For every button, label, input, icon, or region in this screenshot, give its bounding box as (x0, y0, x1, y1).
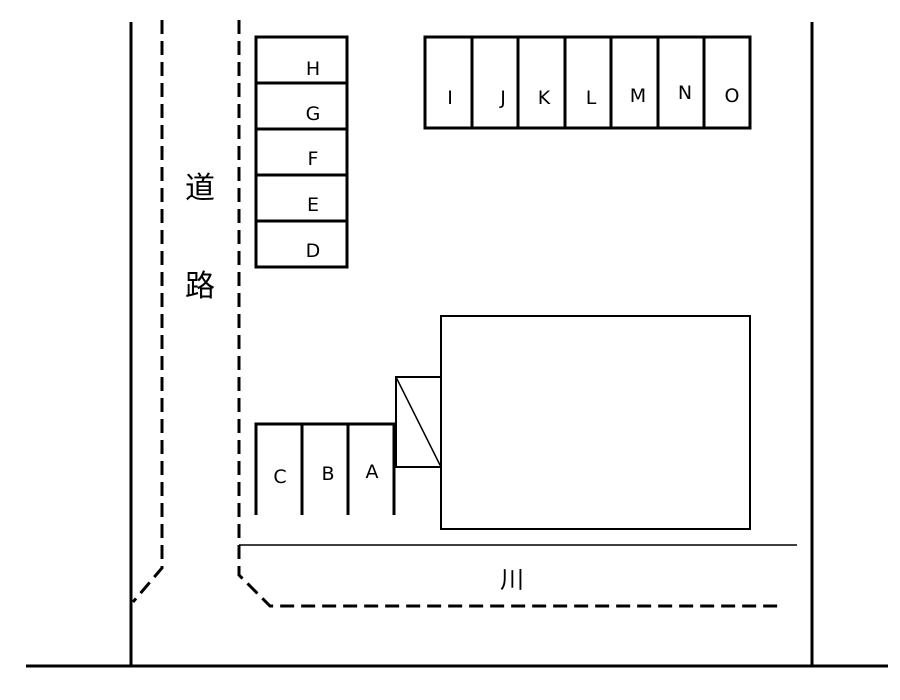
parking-slot-n: N (678, 82, 692, 104)
road-label-top: 道 (185, 171, 215, 206)
parking-slot-m: M (630, 85, 646, 107)
dashed-lines (131, 20, 782, 608)
parking-slot-c: C (273, 466, 286, 488)
parking-row-frame (423, 35, 752, 130)
parking-slot-a: A (366, 461, 379, 483)
annex-diagonal (395, 376, 442, 468)
parking-slot-d: D (306, 240, 321, 262)
parking-slot-j: J (499, 87, 506, 109)
parking-slot-f: F (308, 148, 319, 170)
road-label-bottom: 路 (185, 269, 215, 304)
parking-left-column (254, 35, 349, 269)
parking-bottom-labels: C B A (273, 461, 378, 488)
parking-slot-l: L (586, 87, 597, 109)
parking-slot-i: I (447, 87, 453, 109)
parking-row-frame (254, 422, 396, 515)
site-boundary (26, 22, 888, 668)
parking-slot-k: K (538, 87, 551, 109)
parking-left-labels: H G F E D (306, 58, 321, 262)
road-centerline-left (131, 20, 164, 603)
road-centerline-right (237, 20, 782, 608)
parking-top-row (423, 35, 752, 130)
parking-slot-b: B (321, 463, 334, 485)
parking-slot-h: H (306, 58, 320, 80)
parking-top-labels: I J K L M N O (447, 82, 739, 109)
building (395, 315, 751, 530)
parking-slot-g: G (306, 103, 321, 125)
parking-slot-o: O (725, 85, 740, 107)
building-main (440, 315, 751, 530)
parking-bottom-row (254, 422, 396, 515)
parking-slot-e: E (307, 194, 319, 216)
parking-column-frame (254, 35, 349, 269)
building-annex (395, 376, 441, 468)
river-label: 川 (500, 566, 524, 594)
